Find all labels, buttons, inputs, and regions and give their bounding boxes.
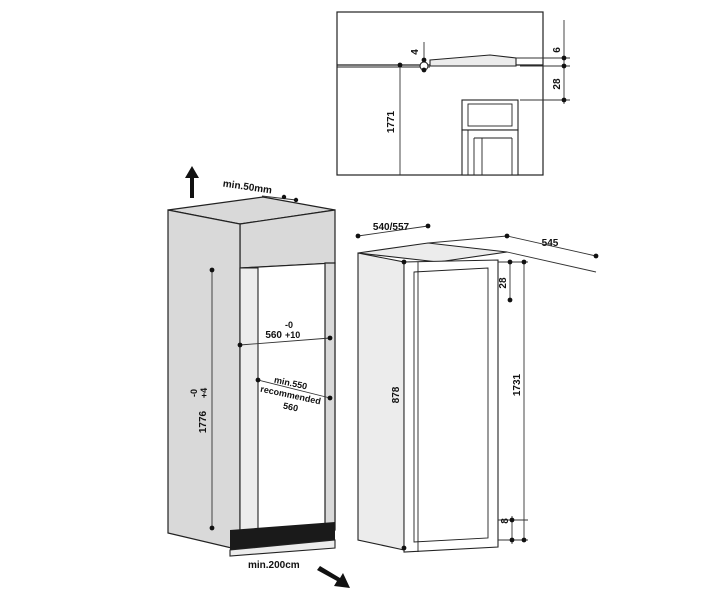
appliance: 540/557 545 878 28 1731 8 — [355, 222, 599, 553]
dim-gap: 4 — [410, 49, 421, 55]
dim-niche-height-tol-upper: -0 — [189, 389, 199, 397]
top-detail-panel: 4 1771 6 28 — [336, 11, 570, 176]
dim-depth-recommended-value: 560 — [282, 401, 299, 414]
vent-bottom-label: min.200cm — [248, 560, 300, 571]
dim-6: 6 — [552, 47, 563, 53]
vent-in-arrow-icon — [317, 566, 350, 588]
dim-appliance-width: 540/557 — [373, 222, 410, 233]
vent-up-arrow-icon — [185, 166, 199, 198]
dim-appliance-top-recess: 28 — [498, 277, 509, 289]
dim-niche-width: 560 — [265, 330, 282, 341]
dim-28-top: 28 — [552, 78, 563, 90]
detail-frame — [336, 11, 544, 176]
vent-top-label: min.50mm — [222, 179, 273, 197]
dim-niche-height: 1776 — [198, 410, 209, 433]
dim-1771: 1771 — [386, 110, 397, 133]
dim-appliance-depth: 545 — [542, 238, 559, 249]
dim-door-height: 878 — [391, 386, 402, 403]
upper-fitting — [429, 54, 517, 67]
cabinet-left-side — [167, 209, 241, 551]
dim-bottom-gap: 8 — [500, 518, 511, 524]
dim-appliance-total-height: 1731 — [512, 373, 523, 396]
appliance-top-block — [461, 99, 519, 131]
dim-niche-height-tol-lower: +4 — [199, 388, 209, 398]
appliance-door-edge — [461, 129, 519, 176]
dim-niche-width-tol-upper: -0 — [285, 320, 293, 330]
plinth — [230, 522, 335, 550]
dim-niche-width-tol-lower: +10 — [285, 330, 300, 340]
cabinet-niche: min.50mm 560 -0 +10 min.550 recommended … — [167, 166, 350, 588]
